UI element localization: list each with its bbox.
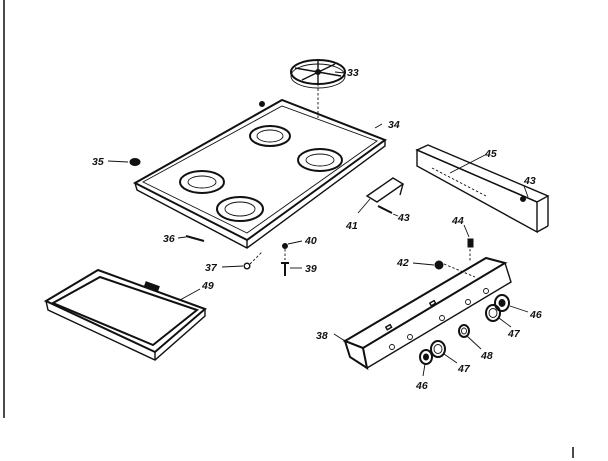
- callout-47-right: 47: [507, 328, 521, 340]
- callout-39: 39: [305, 263, 317, 275]
- clip-44: [463, 224, 474, 262]
- callout-43-right: 43: [523, 175, 536, 187]
- callout-43-left: 43: [397, 212, 410, 224]
- callout-36: 36: [163, 233, 175, 245]
- screw-42: [412, 260, 476, 278]
- knob-46-right: [494, 294, 529, 313]
- bezel-47-right: [485, 304, 512, 328]
- callout-44: 44: [451, 215, 464, 227]
- callout-40: 40: [304, 235, 317, 247]
- callout-46-right: 46: [529, 309, 542, 321]
- callout-34: 34: [388, 119, 400, 131]
- clip-36: [177, 235, 205, 242]
- callout-41: 41: [345, 220, 358, 232]
- bracket-45: [415, 144, 550, 234]
- screw-35: [107, 158, 141, 166]
- callout-37: 37: [205, 262, 218, 274]
- callout-48: 48: [480, 350, 493, 362]
- callout-49: 49: [201, 280, 214, 292]
- screw-43-left: [377, 205, 399, 217]
- cooktop-34: [132, 98, 388, 249]
- bracket-41: [357, 177, 405, 214]
- fastener-37: [221, 251, 263, 270]
- knob-48: [458, 324, 482, 350]
- bezel-47-left: [430, 340, 458, 364]
- control-panel-38: [333, 256, 512, 371]
- callout-46-left: 46: [415, 380, 428, 392]
- callout-45: 45: [484, 148, 497, 160]
- drip-tray-49: [43, 268, 207, 361]
- callout-38: 38: [316, 330, 328, 342]
- screw-43-right: [520, 185, 529, 202]
- screw-40: [282, 240, 303, 249]
- callout-47-left: 47: [457, 363, 471, 375]
- callout-33: 33: [347, 67, 359, 79]
- screw-39: [281, 249, 302, 276]
- burner-grate-33: [290, 59, 346, 89]
- callout-42: 42: [396, 257, 409, 269]
- callout-35: 35: [92, 156, 104, 168]
- knob-46-left: [419, 349, 433, 377]
